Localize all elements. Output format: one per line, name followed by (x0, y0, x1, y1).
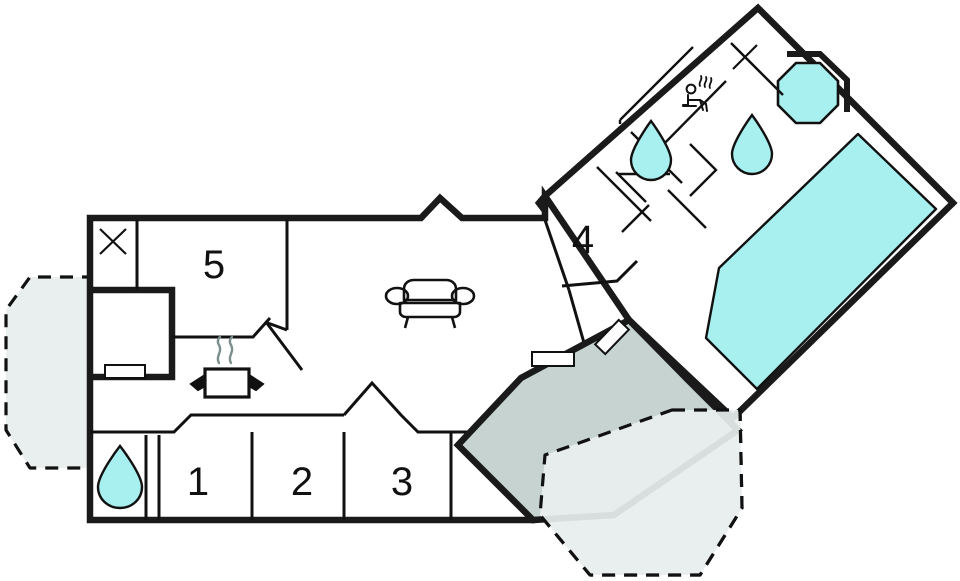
garden-left-area (4, 275, 97, 470)
unfinished-room-cross-icon (99, 228, 127, 255)
bedroom-partitions (90, 380, 481, 520)
corridor-zigzag (342, 380, 457, 434)
pool-group (704, 132, 938, 391)
room-label-3: 3 (391, 460, 413, 504)
hot-tub-group (776, 51, 850, 125)
water-drop-icons (96, 112, 774, 510)
partition-corridor-b (621, 204, 650, 233)
hot-tub-recess-wall (787, 51, 850, 112)
door-symbols (104, 318, 631, 379)
room5-diagonal-wall (264, 321, 304, 371)
bathroom-drop-icon (96, 444, 144, 510)
swimming-pool-water (704, 132, 938, 391)
unfinished-room-cross-icon (732, 44, 758, 70)
kitchen-diagonal-wall (264, 320, 288, 332)
door-symbol (104, 364, 146, 379)
door-symbol (593, 318, 631, 356)
partition-drop2-box (689, 143, 718, 197)
room4-south-wall (561, 259, 639, 288)
sauna-icon (682, 75, 713, 112)
bathroom-drop-icon (730, 112, 774, 176)
room-label-5: 5 (203, 243, 225, 287)
partition-corridor-a (615, 171, 647, 203)
garden-bottom-overlay (538, 408, 744, 577)
room-label-2: 2 (291, 460, 313, 504)
room5-bottom-wall (172, 316, 272, 339)
room-label-4: 4 (572, 218, 594, 262)
partition-sauna-left (619, 46, 694, 121)
sofa-icon (384, 278, 476, 329)
corridor-bottom-wall (90, 413, 344, 434)
cross-icons (99, 44, 758, 255)
room-label-1: 1 (187, 460, 209, 504)
bathroom-drop-icon (629, 118, 673, 182)
room-number-labels: 1 2 3 4 5 (187, 218, 594, 504)
living-east-wall (543, 219, 571, 291)
door-symbol (531, 351, 575, 367)
partition-corridor-c (667, 189, 707, 229)
hot-tub-octagon-icon (776, 61, 840, 125)
cooking-pot-icon (189, 335, 265, 399)
